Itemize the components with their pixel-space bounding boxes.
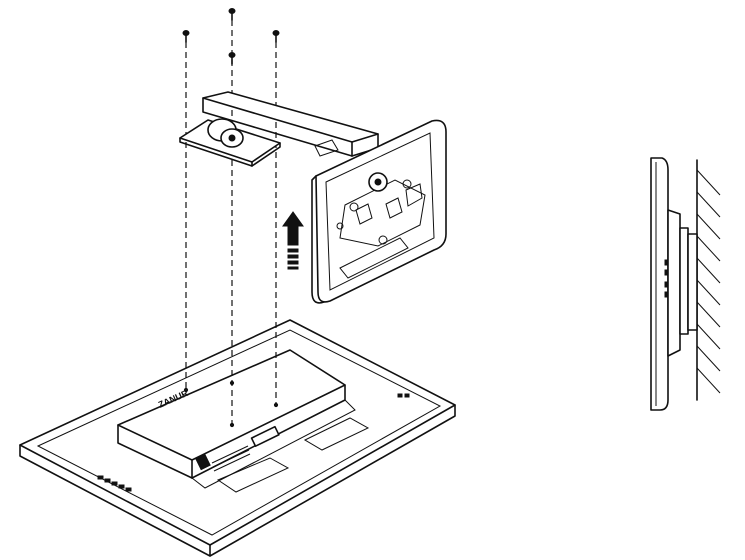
power-port (195, 453, 211, 471)
ports-panel (250, 425, 280, 447)
screw-icon (228, 52, 236, 65)
monitor-back-view: ZANUR (19, 319, 456, 557)
screw-icon (228, 8, 236, 21)
vesa-mount-plate (311, 119, 447, 304)
arrow-up-icon (282, 211, 304, 270)
wall-mount-bracket (179, 91, 379, 167)
side-view-mounted-monitor (650, 157, 721, 411)
screw-icon (272, 30, 280, 43)
control-buttons (97, 475, 132, 492)
wall-hatching (696, 169, 721, 394)
screw-alignment-lines (185, 20, 277, 423)
vent-grille (211, 445, 251, 472)
screw-icon (182, 30, 190, 43)
